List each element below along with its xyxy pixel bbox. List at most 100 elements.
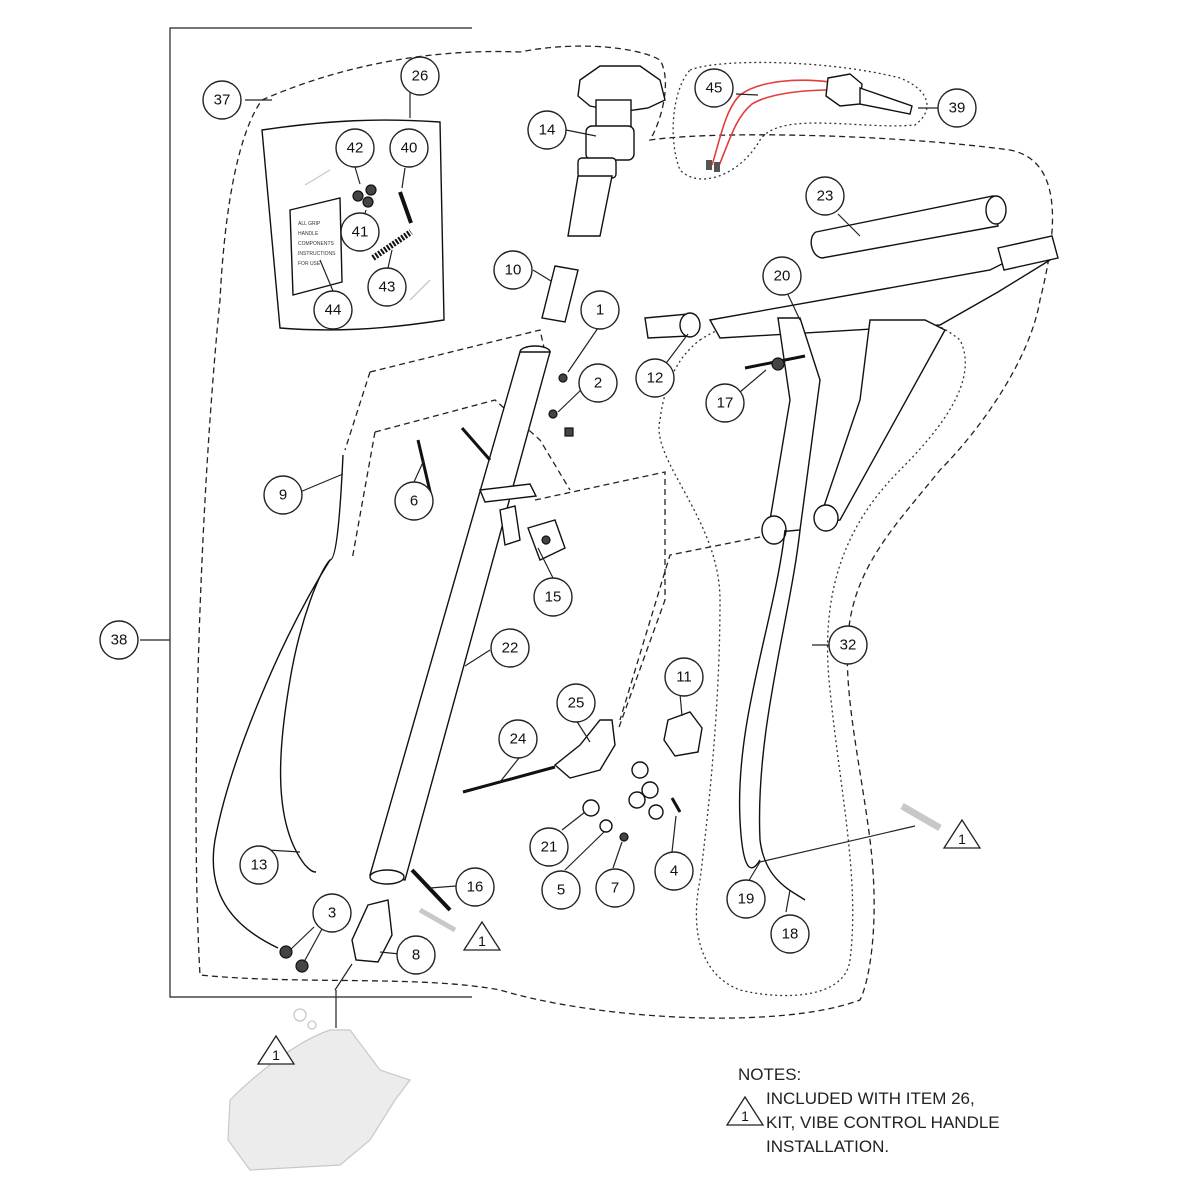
callout-39: 39 [937, 88, 977, 128]
callout-45: 45 [694, 68, 734, 108]
callout-44: 44 [313, 290, 353, 330]
svg-text:1: 1 [596, 302, 604, 319]
coupler-8 [351, 899, 393, 963]
callout-7: 7 [595, 868, 635, 908]
svg-text:20: 20 [774, 268, 791, 285]
sleeve-10 [541, 265, 579, 323]
cable-18 [758, 529, 806, 901]
boundary-45 [672, 61, 928, 180]
callout-11: 11 [664, 657, 704, 697]
nut-2 [548, 409, 558, 419]
svg-text:37: 37 [214, 92, 231, 109]
lever-assembly [462, 711, 703, 842]
nut-3b [295, 959, 309, 973]
detail-line-b [344, 371, 371, 451]
callout-14: 14 [527, 110, 567, 150]
callout-13: 13 [239, 845, 279, 885]
screw-4 [670, 797, 682, 813]
svg-text:6: 6 [410, 493, 418, 510]
boundary-32 [658, 305, 966, 997]
washer-5 [599, 819, 613, 833]
svg-text:14: 14 [539, 122, 556, 139]
detail-line-a [369, 329, 546, 373]
switch-39 [825, 73, 913, 115]
callout-3: 3 [312, 893, 352, 933]
svg-text:INSTRUCTIONS: INSTRUCTIONS [298, 251, 336, 257]
notes-line-1: INCLUDED WITH ITEM 26, [766, 1089, 975, 1108]
grip-23 [810, 195, 1007, 259]
svg-text:HANDLE: HANDLE [298, 231, 319, 237]
cable-19 [738, 529, 786, 869]
note-marker-c: 1 [256, 1034, 296, 1065]
nut-7 [619, 832, 629, 842]
svg-text:8: 8 [412, 947, 420, 964]
grip-12 [644, 312, 701, 339]
screw-1 [558, 373, 568, 383]
svg-text:1: 1 [478, 933, 486, 949]
cable-9 [279, 454, 344, 873]
detail-line-c [374, 399, 571, 491]
callout-17: 17 [705, 383, 745, 423]
bushing-a [631, 761, 649, 779]
callout-41: 41 [340, 212, 380, 252]
callout-23: 23 [805, 176, 845, 216]
detail-line-f [619, 534, 771, 721]
callout-18: 18 [770, 914, 810, 954]
callout-37: 37 [202, 80, 242, 120]
svg-text:12: 12 [647, 370, 664, 387]
callout-20: 20 [762, 256, 802, 296]
svg-text:42: 42 [347, 140, 364, 157]
svg-text:21: 21 [541, 839, 558, 856]
svg-text:1: 1 [741, 1108, 749, 1124]
svg-text:17: 17 [717, 395, 734, 412]
assembly-bracket-38 [140, 27, 472, 998]
callout-42: 42 [335, 128, 375, 168]
handle-column-14 [567, 65, 666, 237]
callout-16: 16 [455, 867, 495, 907]
svg-text:16: 16 [467, 879, 484, 896]
svg-text:9: 9 [279, 487, 287, 504]
svg-text:ALL GRIP: ALL GRIP [298, 221, 321, 227]
callout-21: 21 [529, 827, 569, 867]
note-marker-b: 1 [942, 818, 982, 849]
svg-text:FOR USE: FOR USE [298, 261, 321, 267]
rod-16 [410, 868, 452, 912]
notes-line-2: KIT, VIBE CONTROL HANDLE [766, 1113, 1000, 1132]
callout-38: 38 [99, 620, 139, 660]
callout-32: 32 [828, 625, 868, 665]
svg-text:15: 15 [545, 589, 562, 606]
callout-8: 8 [396, 935, 436, 975]
detail-line-e [534, 471, 666, 731]
bushing-b [641, 781, 659, 799]
svg-text:44: 44 [325, 302, 342, 319]
svg-text:COMPONENTS: COMPONENTS [298, 241, 335, 247]
wire-harness-45 [706, 79, 833, 172]
callout-15: 15 [533, 577, 573, 617]
spacer-21 [582, 799, 600, 817]
svg-text:22: 22 [502, 640, 519, 657]
callout-26: 26 [400, 56, 440, 96]
callout-43: 43 [367, 267, 407, 307]
screw-2 [564, 427, 574, 437]
callout-22: 22 [490, 628, 530, 668]
svg-text:2: 2 [594, 375, 602, 392]
callout-1: 1 [580, 290, 620, 330]
svg-text:18: 18 [782, 926, 799, 943]
svg-text:38: 38 [111, 632, 128, 649]
grip-right [997, 235, 1059, 271]
main-tube-22 [369, 345, 551, 885]
callout-24: 24 [498, 719, 538, 759]
notes-marker: 1 [725, 1095, 765, 1126]
nut-3a [279, 945, 293, 959]
svg-text:26: 26 [412, 68, 429, 85]
bracket-11 [663, 711, 703, 757]
lever-25 [553, 719, 616, 779]
svg-text:1: 1 [958, 831, 966, 847]
detail-line-d [351, 431, 376, 561]
bolt-6b [460, 427, 492, 461]
clamp-15 [478, 483, 566, 561]
ghost-mount [227, 907, 457, 1171]
svg-text:5: 5 [557, 882, 565, 899]
bushing-c [628, 791, 646, 809]
